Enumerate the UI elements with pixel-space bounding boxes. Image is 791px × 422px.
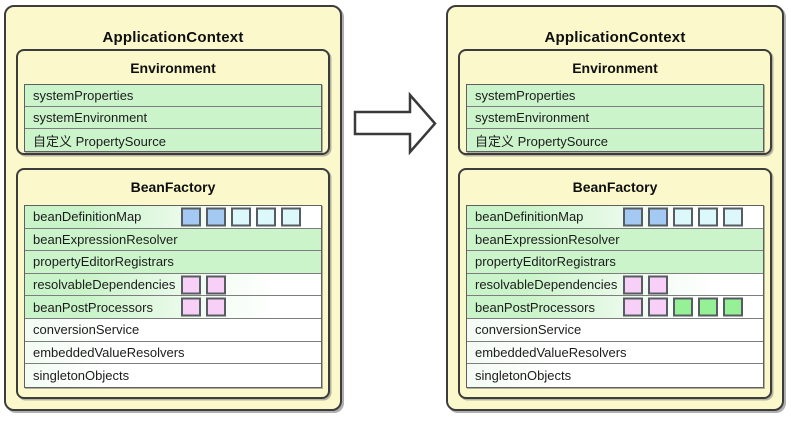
row-label: resolvableDependencies: [33, 277, 176, 293]
row-label: systemProperties: [33, 88, 134, 103]
bean-square-pink: [623, 297, 643, 317]
row-embeddedValueResolvers: embeddedValueResolvers: [467, 341, 763, 365]
row-conversionService: conversionService: [467, 318, 763, 342]
bean-square-blue: [648, 207, 668, 227]
bean-factory-title: BeanFactory: [572, 179, 658, 195]
bean-squares: [181, 207, 301, 227]
row-beanPostProcessors: beanPostProcessors: [467, 296, 763, 319]
row-label: resolvableDependencies: [475, 277, 618, 293]
row-label: beanExpressionResolver: [475, 231, 620, 247]
bean-factory-title: BeanFactory: [130, 179, 216, 195]
row-embeddedValueResolvers: embeddedValueResolvers: [25, 341, 321, 365]
row-label: embeddedValueResolvers: [33, 344, 185, 360]
bean-square-cyan: [673, 207, 693, 227]
row-label: conversionService: [33, 322, 140, 338]
row-label: 自定义 PropertySource: [33, 133, 166, 149]
bean-square-green: [723, 297, 743, 317]
row-label: 自定义 PropertySource: [475, 133, 608, 149]
row-label: beanPostProcessors: [33, 299, 153, 315]
bean-square-green: [698, 297, 718, 317]
row-custom-property-source: 自定义 PropertySource: [25, 129, 321, 151]
row-label: beanDefinitionMap: [475, 209, 584, 225]
bean-square-blue: [181, 207, 201, 227]
bean-square-pink: [206, 297, 226, 317]
bean-square-pink: [648, 275, 668, 295]
environment-rows: systemProperties systemEnvironment 自定义 P…: [466, 84, 764, 152]
row-systemProperties: systemProperties: [25, 85, 321, 107]
bean-square-cyan: [231, 207, 251, 227]
row-conversionService: conversionService: [25, 318, 321, 342]
row-resolvableDependencies: resolvableDependencies: [467, 273, 763, 297]
row-label: singletonObjects: [33, 367, 130, 383]
environment-title: Environment: [130, 60, 216, 76]
row-resolvableDependencies: resolvableDependencies: [25, 273, 321, 297]
transition-arrow-icon: [350, 91, 440, 157]
row-systemEnvironment: systemEnvironment: [25, 107, 321, 129]
application-context-panel-before: ApplicationContext Environment systemPro…: [4, 5, 342, 411]
row-propertyEditorRegistrars: propertyEditorRegistrars: [467, 251, 763, 274]
bean-square-pink: [181, 297, 201, 317]
environment-rows: systemProperties systemEnvironment 自定义 P…: [24, 84, 322, 152]
bean-factory-rows: beanDefinitionMap beanExpressionResolver…: [466, 205, 764, 388]
bean-squares: [623, 275, 668, 295]
row-beanDefinitionMap: beanDefinitionMap: [25, 206, 321, 229]
bean-squares: [623, 207, 743, 227]
row-beanExpressionResolver: beanExpressionResolver: [25, 228, 321, 252]
row-label: embeddedValueResolvers: [475, 344, 627, 360]
row-beanExpressionResolver: beanExpressionResolver: [467, 228, 763, 252]
row-beanDefinitionMap: beanDefinitionMap: [467, 206, 763, 229]
bean-square-blue: [623, 207, 643, 227]
bean-square-cyan: [256, 207, 276, 227]
environment-box: Environment systemProperties systemEnvir…: [458, 49, 772, 155]
row-custom-property-source: 自定义 PropertySource: [467, 129, 763, 151]
row-label: propertyEditorRegistrars: [475, 254, 616, 270]
bean-square-cyan: [723, 207, 743, 227]
application-context-panel-after: ApplicationContext Environment systemPro…: [446, 5, 784, 411]
row-singletonObjects: singletonObjects: [467, 364, 763, 387]
row-label: systemEnvironment: [475, 110, 590, 125]
bean-square-blue: [206, 207, 226, 227]
row-systemEnvironment: systemEnvironment: [467, 107, 763, 129]
bean-square-pink: [181, 275, 201, 295]
row-label: conversionService: [475, 322, 582, 338]
bean-square-pink: [648, 297, 668, 317]
row-label: beanPostProcessors: [475, 299, 595, 315]
row-singletonObjects: singletonObjects: [25, 364, 321, 387]
bean-factory-rows: beanDefinitionMap beanExpressionResolver…: [24, 205, 322, 388]
bean-square-pink: [623, 275, 643, 295]
environment-box: Environment systemProperties systemEnvir…: [16, 49, 330, 155]
bean-square-green: [673, 297, 693, 317]
row-label: propertyEditorRegistrars: [33, 254, 174, 270]
bean-factory-box: BeanFactory beanDefinitionMap beanExpres…: [458, 168, 772, 399]
bean-factory-box: BeanFactory beanDefinitionMap beanExpres…: [16, 168, 330, 399]
environment-title: Environment: [572, 60, 658, 76]
bean-square-cyan: [281, 207, 301, 227]
row-label: singletonObjects: [475, 367, 572, 383]
bean-squares: [181, 275, 226, 295]
panel-title: ApplicationContext: [544, 29, 686, 46]
bean-squares: [181, 297, 226, 317]
row-label: systemProperties: [475, 88, 576, 103]
row-propertyEditorRegistrars: propertyEditorRegistrars: [25, 251, 321, 274]
row-label: beanDefinitionMap: [33, 209, 142, 225]
row-beanPostProcessors: beanPostProcessors: [25, 296, 321, 319]
row-label: beanExpressionResolver: [33, 231, 178, 247]
bean-square-cyan: [698, 207, 718, 227]
bean-square-pink: [206, 275, 226, 295]
panel-title: ApplicationContext: [102, 29, 244, 46]
bean-squares: [623, 297, 743, 317]
row-systemProperties: systemProperties: [467, 85, 763, 107]
row-label: systemEnvironment: [33, 110, 148, 125]
